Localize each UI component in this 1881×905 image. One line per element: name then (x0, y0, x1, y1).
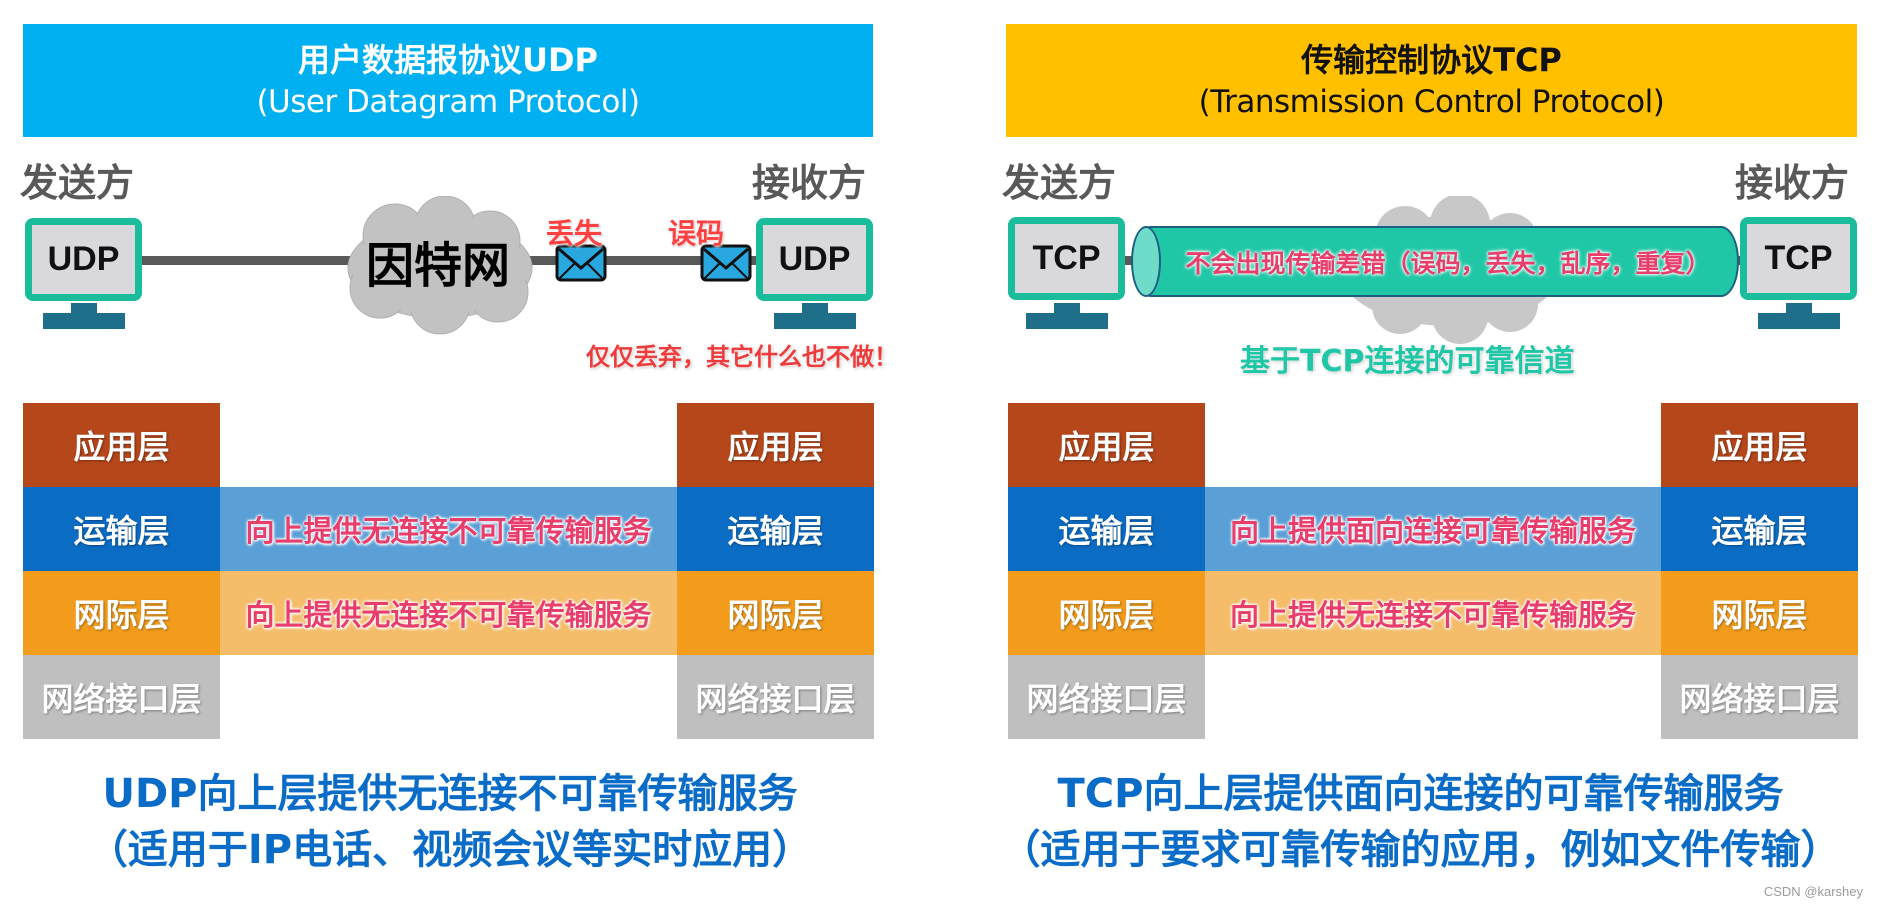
lost-envelope-icon (555, 244, 607, 282)
tcp-caption-line1: TCP向上层提供面向连接的可靠传输服务 (1057, 771, 1784, 817)
monitor-base-icon (774, 313, 856, 329)
tcp-sender-screen: TCP (1015, 224, 1118, 293)
udp-title-banner: 用户数据报协议UDP (User Datagram Protocol) (23, 24, 873, 137)
udp-sender-screen: UDP (32, 225, 135, 294)
udp-link-right (520, 256, 760, 265)
tcp-left-netif-layer: 网络接口层 (1008, 655, 1205, 739)
tcp-reliable-pipe: 不会出现传输差错（误码，丢失，乱序，重复） (1133, 226, 1739, 297)
tcp-left-internet-layer: 网际层 (1008, 571, 1205, 655)
udp-sender-monitor: UDP (25, 218, 142, 301)
tcp-receiver-screen: TCP (1747, 224, 1850, 293)
udp-right-application-layer: 应用层 (677, 403, 874, 487)
udp-receiver-monitor: UDP (756, 218, 873, 301)
monitor-base-icon (43, 313, 125, 329)
monitor-stand-icon (1786, 303, 1812, 313)
tcp-caption-line2: （适用于要求可靠传输的应用，例如文件传输） (1000, 827, 1841, 873)
udp-right-internet-layer: 网际层 (677, 571, 874, 655)
tcp-right-netif-layer: 网络接口层 (1661, 655, 1858, 739)
udp-receiver-screen: UDP (763, 225, 866, 294)
udp-transport-band: 向上提供无连接不可靠传输服务 (220, 487, 677, 571)
internet-label: 因特网 (366, 238, 511, 294)
tcp-left-application-layer: 应用层 (1008, 403, 1205, 487)
udp-right-netif-layer: 网络接口层 (677, 655, 874, 739)
udp-caption-line1: UDP向上层提供无连接不可靠传输服务 (102, 771, 798, 817)
tcp-subtitle: (Transmission Control Protocol) (1198, 83, 1665, 120)
udp-receiver-label: 接收方 (752, 161, 867, 205)
tcp-pipe-text: 不会出现传输差错（误码，丢失，乱序，重复） (1185, 248, 1711, 278)
monitor-base-icon (1026, 313, 1108, 329)
pipe-end-cap (1131, 226, 1161, 297)
tcp-title: 传输控制协议TCP (1301, 40, 1562, 79)
tcp-internet-band-text: 向上提供无连接不可靠传输服务 (1229, 598, 1636, 632)
internet-cloud-icon (347, 196, 533, 335)
tcp-right-application-layer: 应用层 (1661, 403, 1858, 487)
tcp-transport-band-text: 向上提供面向连接可靠传输服务 (1229, 514, 1636, 548)
tcp-sender-monitor: TCP (1008, 217, 1125, 300)
udp-left-application-layer: 应用层 (23, 403, 220, 487)
monitor-stand-icon (802, 303, 828, 313)
tcp-receiver-monitor: TCP (1740, 217, 1857, 300)
tcp-internet-band: 向上提供无连接不可靠传输服务 (1205, 571, 1661, 655)
tcp-title-banner: 传输控制协议TCP (Transmission Control Protocol… (1006, 24, 1857, 137)
watermark: CSDN @karshey (1763, 884, 1863, 899)
udp-left-netif-layer: 网络接口层 (23, 655, 220, 739)
tcp-right-transport-layer: 运输层 (1661, 487, 1858, 571)
tcp-sender-label: 发送方 (1002, 161, 1117, 205)
monitor-base-icon (1758, 313, 1840, 329)
error-envelope-icon (700, 244, 752, 282)
udp-left-internet-layer: 网际层 (23, 571, 220, 655)
tcp-left-transport-layer: 运输层 (1008, 487, 1205, 571)
tcp-transport-band: 向上提供面向连接可靠传输服务 (1205, 487, 1661, 571)
udp-left-transport-layer: 运输层 (23, 487, 220, 571)
udp-right-transport-layer: 运输层 (677, 487, 874, 571)
udp-internet-band: 向上提供无连接不可靠传输服务 (220, 571, 677, 655)
udp-caption-line2: （适用于IP电话、视频会议等实时应用） (87, 827, 813, 873)
udp-sender-label: 发送方 (20, 161, 135, 205)
tcp-link-left (1120, 256, 1140, 265)
udp-subtitle: (User Datagram Protocol) (256, 83, 640, 120)
tcp-channel-label: 基于TCP连接的可靠信道 (1240, 344, 1575, 379)
error-tag: 误码 (668, 217, 725, 250)
monitor-stand-icon (71, 303, 97, 313)
udp-link-left (140, 256, 380, 265)
udp-title: 用户数据报协议UDP (297, 40, 598, 79)
tcp-receiver-label: 接收方 (1735, 161, 1850, 205)
lost-tag: 丢失 (546, 217, 603, 250)
udp-transport-band-text: 向上提供无连接不可靠传输服务 (245, 514, 652, 548)
udp-internet-band-text: 向上提供无连接不可靠传输服务 (245, 598, 652, 632)
udp-discard-note: 仅仅丢弃，其它什么也不做！ (586, 343, 898, 371)
monitor-stand-icon (1054, 303, 1080, 313)
tcp-right-internet-layer: 网际层 (1661, 571, 1858, 655)
